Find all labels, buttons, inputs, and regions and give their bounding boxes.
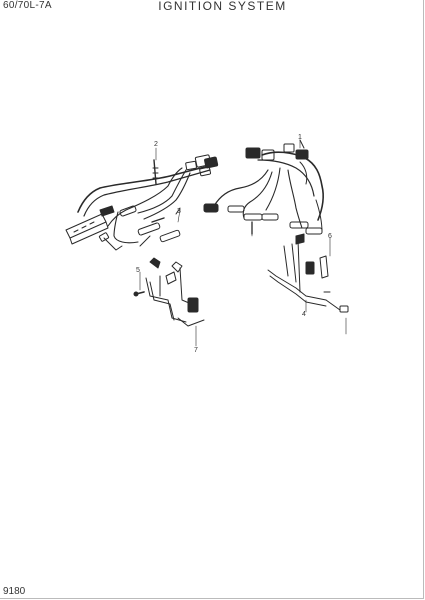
right-bracket-assembly [267,233,349,313]
callout-6: 6 [328,233,332,240]
callout-7: 7 [194,347,198,354]
callout-4: 4 [302,311,306,318]
spark-plug-leads-right [203,203,323,235]
page-number: 9180 [3,586,26,597]
page-title: IGNITION SYSTEM [158,0,287,13]
left-bracket-assembly [133,257,205,327]
callout-2: 2 [154,141,158,148]
leader-lines [139,139,347,347]
left-wire-harness [77,164,214,244]
callout-1: 1 [298,134,302,141]
right-wire-harness [213,151,325,233]
right-connector-cluster [245,139,309,161]
spark-plug-leads-left [98,205,181,251]
callout-3: 3 [177,208,181,215]
long-connector [65,205,115,245]
callout-5: 5 [136,267,140,274]
callout-numbers: 1 2 3 4 5 6 7 [136,134,332,354]
left-connector-cluster [152,154,219,185]
model-code: 60/70L-7A [3,0,52,11]
